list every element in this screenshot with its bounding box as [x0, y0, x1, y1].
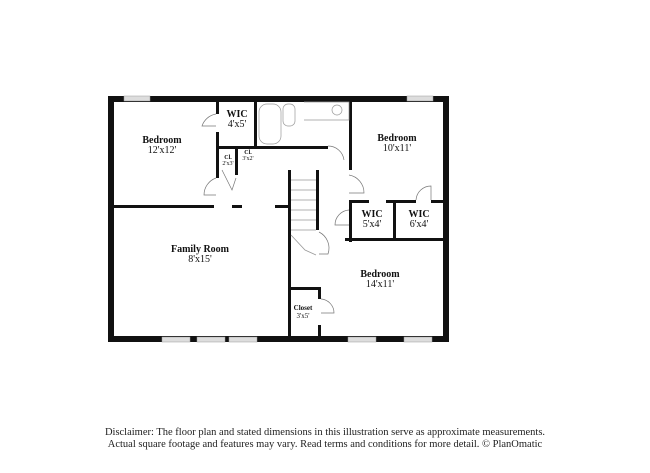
room-closet-1: Cl.2'x3'	[222, 155, 234, 167]
bathroom-fixtures	[258, 101, 350, 145]
doors	[201, 113, 432, 314]
room-closet-2: Cl.3'x2'	[242, 150, 254, 162]
disclaimer-line-1: Disclaimer: The floor plan and stated di…	[104, 427, 546, 438]
walls	[108, 96, 449, 342]
disclaimer: Disclaimer: The floor plan and stated di…	[0, 427, 650, 451]
windows	[123, 95, 434, 343]
stairs	[290, 179, 317, 256]
disclaimer-line-2: Actual square footage and features may v…	[107, 439, 543, 450]
